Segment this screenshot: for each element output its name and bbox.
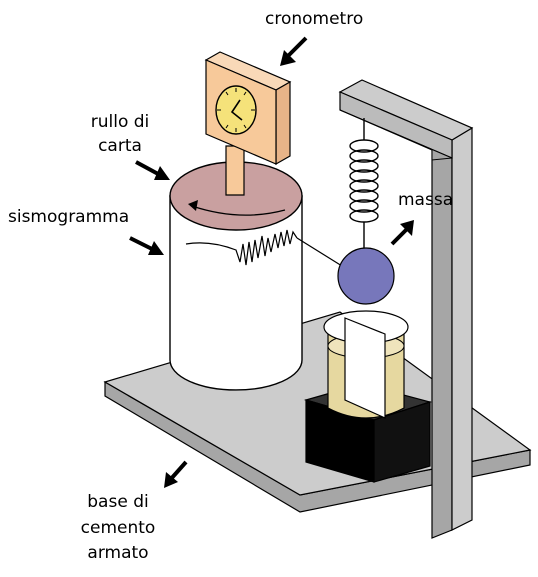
label-base-2: cemento — [80, 518, 156, 538]
stylus-wire — [296, 237, 343, 267]
damping-vane — [344, 317, 386, 419]
arrow-pointer-icon — [129, 36, 414, 488]
label-seismogram: sismogramma — [8, 207, 130, 227]
label-mass: massa — [398, 190, 454, 210]
chronometer — [204, 51, 292, 166]
stand — [338, 79, 474, 539]
spring-icon — [349, 118, 379, 250]
label-paper-roll-1: rullo di — [90, 112, 150, 132]
stand-arm-inner — [339, 109, 453, 161]
label-chronometer: cronometro — [265, 9, 364, 29]
clock-face-icon — [215, 85, 257, 135]
seismogram-trace — [185, 229, 298, 266]
stand-column-side — [451, 126, 473, 531]
label-paper-roll-2: carta — [98, 136, 142, 156]
label-base-1: base di — [87, 492, 149, 512]
mass-ball — [337, 247, 395, 305]
chronometer-post — [225, 145, 245, 196]
damping-cup — [323, 310, 409, 419]
paper-drum — [169, 161, 303, 391]
label-base-3: armato — [87, 543, 149, 563]
